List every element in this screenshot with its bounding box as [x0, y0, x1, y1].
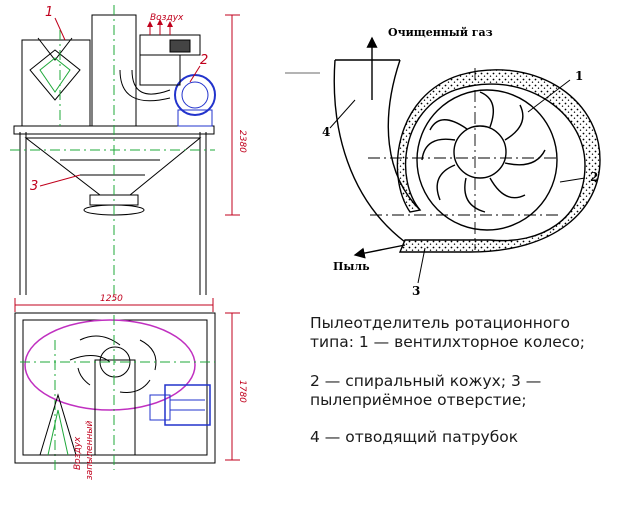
caption-line-3: 4 — отводящий патрубок — [310, 428, 519, 446]
caption-line-1: Пылеотделитель ротационного типа: 1 — ве… — [310, 314, 586, 351]
dust-label: Пыль — [333, 260, 370, 273]
left-callout-1: 1 — [45, 5, 53, 20]
left-drawing — [10, 5, 240, 470]
left-callout-2: 2 — [200, 53, 208, 68]
caption-line-2: 2 — спиральный кожух; 3 — пылеприёмное о… — [310, 372, 542, 409]
plan-frame — [14, 312, 216, 464]
side-air-label-1: Воздух — [73, 436, 83, 470]
hopper-cone — [24, 137, 202, 196]
dim-height-bottom: 1780 — [237, 380, 247, 403]
right-callout-2: 2 — [590, 170, 598, 184]
dim-width: 1250 — [100, 294, 123, 304]
right-callout-4: 4 — [322, 125, 330, 139]
clean-gas-label: Очищенный газ — [388, 26, 493, 39]
outlet-pipe-outer — [333, 59, 406, 243]
left-callout-3: 3 — [30, 179, 38, 194]
side-air-label-2: запыленный — [85, 421, 95, 480]
right-schematic — [285, 36, 601, 284]
right-callout-3: 3 — [412, 284, 420, 298]
filter-element — [29, 49, 81, 101]
dim-height-top: 2380 — [237, 130, 247, 153]
right-callout-1: 1 — [575, 69, 583, 83]
left-upper-box — [21, 39, 91, 127]
top-air-label: Воздух — [150, 13, 184, 23]
spiral-casing — [396, 69, 601, 253]
